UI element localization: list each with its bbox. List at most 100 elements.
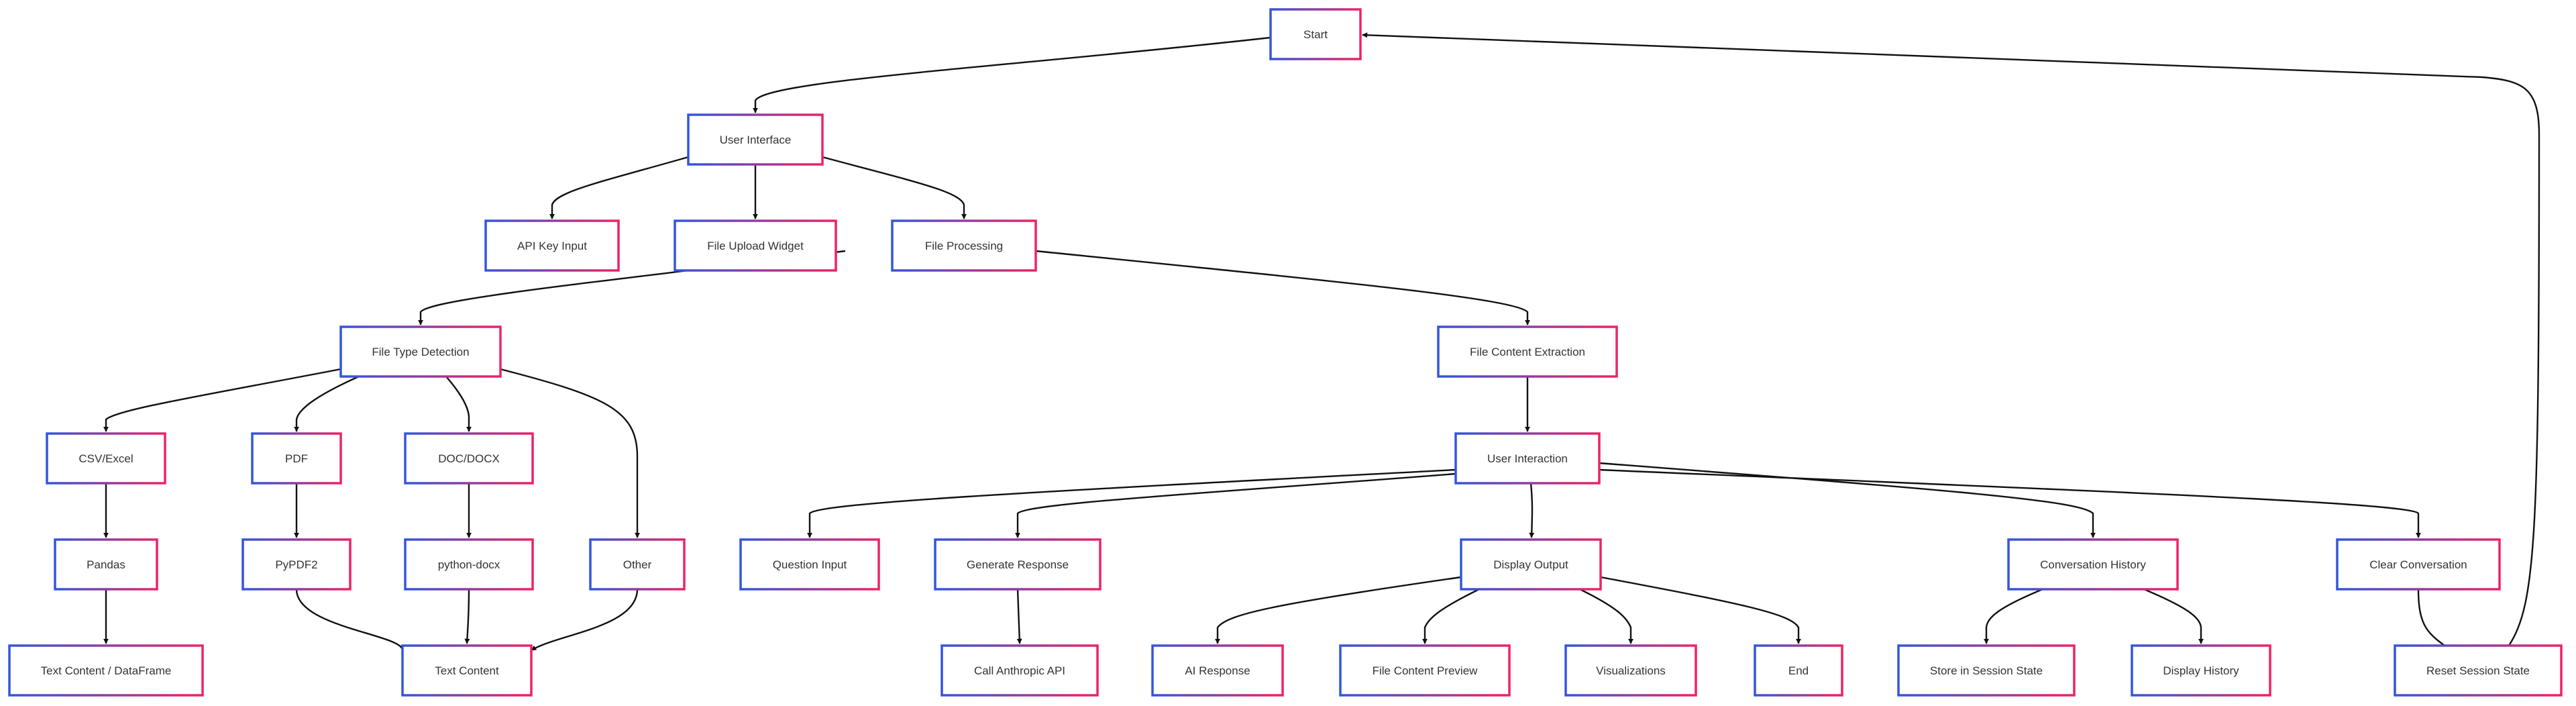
node-python-docx: python-docx [404, 538, 534, 591]
node-label: End [1788, 664, 1809, 677]
edge-processing-to-extraction [1035, 250, 1530, 325]
edge-ui-to-api-key [549, 156, 689, 219]
node-label: Pandas [87, 558, 125, 571]
node-label: DOC/DOCX [438, 452, 500, 465]
node-end: End [1754, 644, 1843, 697]
node-box [54, 538, 158, 591]
node-label: API Key Input [517, 240, 587, 252]
node-label: PyPDF2 [275, 558, 317, 571]
node-box [891, 219, 1037, 272]
node-generate: Generate Response [934, 538, 1102, 591]
node-label: Other [623, 558, 652, 571]
node-api-key: API Key Input [484, 219, 620, 272]
node-box [404, 538, 534, 591]
node-box [2131, 644, 2271, 697]
node-display-history: Display History [2131, 644, 2271, 697]
edge-pypdf2-to-text-content [295, 589, 405, 651]
edge-start-to-ui [753, 36, 1271, 113]
node-box [339, 325, 502, 378]
node-reset: Reset Session State [2394, 644, 2563, 697]
edge-interaction-to-display-output [1529, 483, 1535, 538]
node-label: Text Content [435, 664, 499, 677]
node-box [2336, 538, 2501, 591]
node-box [251, 432, 342, 485]
edge-type-detect-to-pdf [294, 375, 360, 432]
node-start: Start [1269, 8, 1362, 60]
node-ai-response: AI Response [1151, 644, 1284, 697]
edge-ui-to-processing [822, 156, 967, 219]
node-pypdf2: PyPDF2 [241, 538, 352, 591]
node-label: PDF [285, 452, 308, 465]
node-anthropic: Call Anthropic API [941, 644, 1099, 697]
node-box [1151, 644, 1284, 697]
node-store: Store in Session State [1897, 644, 2076, 697]
node-text-df: Text Content / DataFrame [8, 644, 204, 697]
node-label: Generate Response [967, 558, 1069, 571]
node-box [2007, 538, 2179, 591]
edge-reset-to-start [1362, 32, 2540, 646]
edge-generate-to-anthropic [1016, 589, 1022, 644]
node-label: Conversation History [2040, 558, 2146, 571]
node-label: File Content Preview [1373, 664, 1479, 677]
edge-display-output-to-viz [1579, 588, 1633, 644]
edge-display-output-to-end [1600, 576, 1801, 644]
node-box [1339, 644, 1511, 697]
node-box [241, 538, 352, 591]
node-box [941, 644, 1099, 697]
node-label: Visualizations [1596, 664, 1666, 677]
node-box [404, 432, 534, 485]
edge-type-detect-to-docx [445, 376, 472, 432]
node-box [8, 644, 204, 697]
node-label: Text Content / DataFrame [41, 664, 172, 677]
node-box [2394, 644, 2563, 697]
node-other: Other [589, 538, 686, 591]
node-box [1460, 538, 1602, 591]
node-label: AI Response [1185, 664, 1250, 677]
edge-clear-to-reset [2417, 589, 2452, 651]
edge-display-output-to-preview [1422, 588, 1480, 644]
node-label: Display Output [1493, 558, 1568, 571]
node-label: File Processing [925, 240, 1003, 252]
edge-history-to-store [1984, 588, 2043, 644]
node-processing: File Processing [891, 219, 1037, 272]
node-box [934, 538, 1102, 591]
node-box [46, 432, 166, 485]
node-box [484, 219, 620, 272]
node-history: Conversation History [2007, 538, 2179, 591]
edges-layer [103, 32, 2540, 652]
node-docx: DOC/DOCX [404, 432, 534, 485]
edge-interaction-to-generate [1015, 472, 1456, 538]
node-label: Store in Session State [1930, 664, 2043, 677]
node-clear: Clear Conversation [2336, 538, 2501, 591]
node-box [1564, 644, 1697, 697]
node-type-detect: File Type Detection [339, 325, 502, 378]
node-pdf: PDF [251, 432, 342, 485]
node-display-output: Display Output [1460, 538, 1602, 591]
node-question: Question Input [739, 538, 880, 591]
node-ui: User Interface [687, 113, 824, 166]
node-box [401, 644, 533, 697]
edge-type-detect-to-csv [103, 368, 341, 432]
node-label: Reset Session State [2426, 664, 2530, 677]
edge-display-output-to-ai-response [1215, 576, 1462, 644]
node-label: File Type Detection [372, 346, 469, 358]
node-extraction: File Content Extraction [1437, 325, 1618, 378]
node-box [1897, 644, 2076, 697]
node-label: CSV/Excel [78, 452, 133, 465]
node-viz: Visualizations [1564, 644, 1697, 697]
edge-python-docx-to-text-content [464, 589, 470, 644]
node-upload: File Upload Widget [674, 219, 837, 272]
node-label: Start [1303, 28, 1328, 41]
node-box [1437, 325, 1618, 378]
edge-other-to-text-content [531, 589, 639, 652]
node-preview: File Content Preview [1339, 644, 1511, 697]
node-label: Question Input [773, 558, 847, 571]
node-label: Clear Conversation [2369, 558, 2467, 571]
node-label: Display History [2163, 664, 2239, 677]
node-box [1754, 644, 1843, 697]
node-box [674, 219, 837, 272]
node-label: python-docx [438, 558, 500, 571]
node-box [739, 538, 880, 591]
